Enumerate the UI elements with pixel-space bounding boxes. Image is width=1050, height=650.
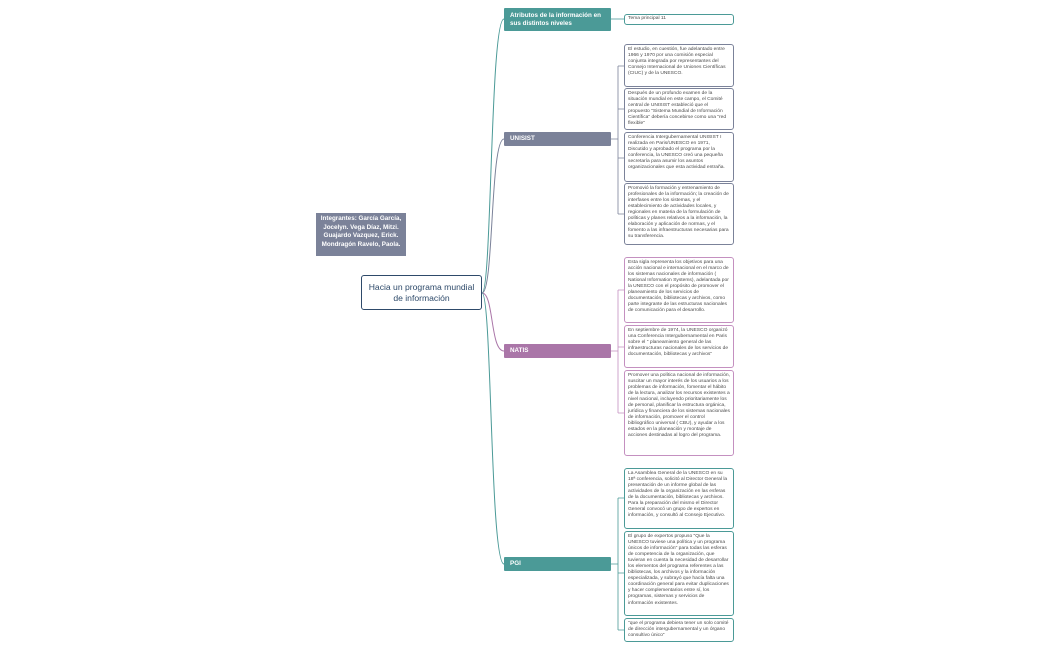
topic-atributos-label: Atributos de la información en sus disti… <box>510 11 601 27</box>
topic-pgi-label: PGI <box>510 560 521 567</box>
topic-atributos[interactable]: Atributos de la información en sus disti… <box>504 8 611 31</box>
subtopic-label: "que el programa debiera tener un solo c… <box>628 621 729 639</box>
subtopic-natis-3[interactable]: Promover una política nacional de inform… <box>624 370 734 456</box>
link-atributos <box>481 18 505 294</box>
central-topic-label: Hacia un programa mundial de información <box>368 281 475 303</box>
topic-natis-label: NATIS <box>510 347 529 354</box>
subtopic-natis-1[interactable]: Esta sigla representa los objetivos para… <box>624 257 734 323</box>
authors-note: Integrantes: García García, Jocelyn. Veg… <box>316 213 406 256</box>
subtopic-pgi-1[interactable]: La Asamblea General de la UNESCO en su 1… <box>624 468 734 529</box>
subtopic-label: Esta sigla representa los objetivos para… <box>628 260 729 314</box>
subtopic-label: Tema principal 11 <box>628 16 666 21</box>
link-unisist-leaves <box>611 65 624 215</box>
subtopic-label: Promover una política nacional de inform… <box>628 373 730 439</box>
link-natis <box>481 292 505 352</box>
subtopic-natis-2[interactable]: En septiembre de 1974, la UNESCO organiz… <box>624 325 734 368</box>
subtopic-label: La Asamblea General de la UNESCO en su 1… <box>628 471 728 519</box>
subtopic-label: Después de un profundo examen de la situ… <box>628 91 727 127</box>
subtopic-label: El estudio, en cuestión, fue adelantado … <box>628 47 726 77</box>
topic-natis[interactable]: NATIS <box>504 344 611 358</box>
subtopic-label: Promovió la formación y entrenamiento de… <box>628 186 729 240</box>
subtopic-unisist-1[interactable]: El estudio, en cuestión, fue adelantado … <box>624 44 734 87</box>
subtopic-atributos-1[interactable]: Tema principal 11 <box>624 14 734 25</box>
central-topic[interactable]: Hacia un programa mundial de información <box>361 275 482 310</box>
subtopic-unisist-3[interactable]: Conferencia Intergubernamental UNISIST I… <box>624 132 734 182</box>
subtopic-label: El grupo de expertos propuso "Que la UNE… <box>628 534 729 606</box>
subtopic-label: Conferencia Intergubernamental UNISIST I… <box>628 135 725 171</box>
subtopic-unisist-2[interactable]: Después de un profundo examen de la situ… <box>624 88 734 130</box>
link-natis-leaves <box>611 289 624 414</box>
subtopic-unisist-4[interactable]: Promovió la formación y entrenamiento de… <box>624 183 734 245</box>
topic-unisist[interactable]: UNISIST <box>504 132 611 146</box>
link-unisist <box>481 138 505 294</box>
topic-pgi[interactable]: PGI <box>504 557 611 571</box>
link-pgi <box>481 292 505 565</box>
topic-unisist-label: UNISIST <box>510 135 535 142</box>
subtopic-label: En septiembre de 1974, la UNESCO organiz… <box>628 328 729 358</box>
subtopic-pgi-2[interactable]: El grupo de expertos propuso "Que la UNE… <box>624 531 734 616</box>
link-pgi-leaves <box>611 497 624 631</box>
subtopic-pgi-3[interactable]: "que el programa debiera tener un solo c… <box>624 618 734 642</box>
